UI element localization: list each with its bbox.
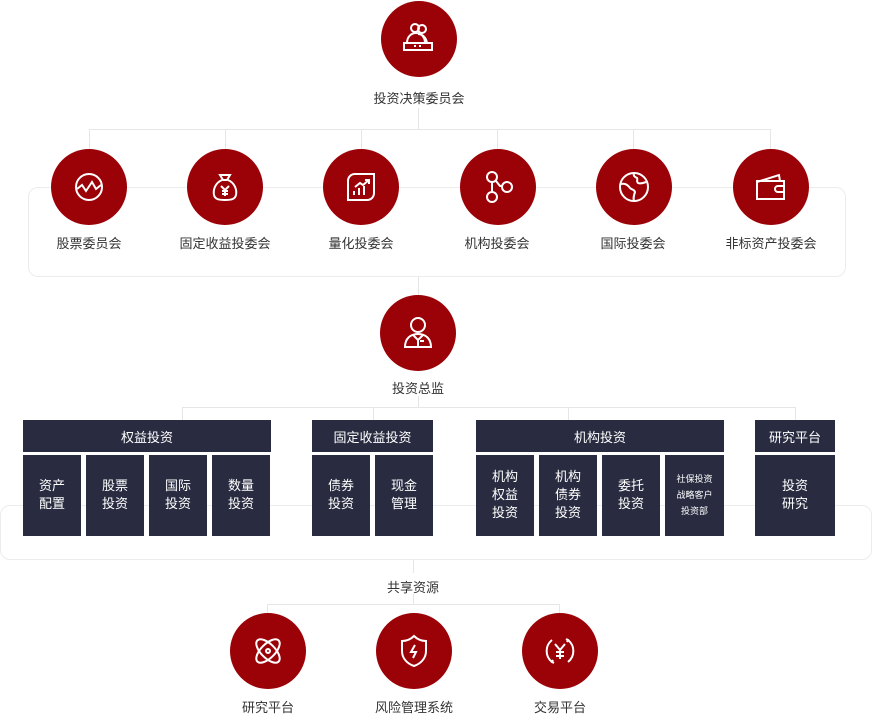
globe-icon xyxy=(619,172,649,202)
connector-line xyxy=(182,407,183,421)
dept-header-equity[interactable]: 权益投资 xyxy=(23,420,271,452)
connector-line xyxy=(497,129,498,151)
connector-line xyxy=(373,407,374,421)
dept-header-research[interactable]: 研究平台 xyxy=(755,420,835,452)
investment-committee-node[interactable] xyxy=(381,1,457,77)
committee-node-quant[interactable] xyxy=(323,149,399,225)
dept-item[interactable]: 股票 投资 xyxy=(86,455,144,536)
committee-node-fixed-income[interactable] xyxy=(187,149,263,225)
shared-node-trading[interactable] xyxy=(522,613,598,689)
committee-label: 量化投委会 xyxy=(328,237,394,252)
person-icon xyxy=(403,317,433,348)
shared-item-label: 风险管理系统 xyxy=(374,701,454,716)
shared-item-label: 交易平台 xyxy=(533,701,587,716)
dept-header-fixed-income[interactable]: 固定收益投资 xyxy=(312,420,433,452)
dept-item[interactable]: 机构 债券 投资 xyxy=(539,455,597,536)
dept-item[interactable]: 资产 配置 xyxy=(23,455,81,536)
connector-line xyxy=(267,604,268,616)
dept-item[interactable]: 社保投资 战略客户 投资部 xyxy=(665,455,724,536)
dept-item[interactable]: 委托 投资 xyxy=(602,455,660,536)
connector-line xyxy=(795,407,796,421)
growth-chart-icon xyxy=(347,173,375,201)
committee-label: 固定收益投委会 xyxy=(179,237,271,252)
committee-node-international[interactable] xyxy=(596,149,672,225)
connector-line xyxy=(89,129,771,130)
connector-line xyxy=(225,129,226,151)
committee-icon xyxy=(403,23,433,51)
investment-director-label: 投资总监 xyxy=(391,382,445,397)
committee-label: 非标资产投委会 xyxy=(725,237,817,252)
committee-node-stock[interactable] xyxy=(51,149,127,225)
investment-director-node[interactable] xyxy=(380,295,456,371)
connector-line xyxy=(418,396,419,408)
shared-node-research[interactable] xyxy=(230,613,306,689)
dept-item[interactable]: 债券 投资 xyxy=(312,455,370,536)
shared-node-risk[interactable] xyxy=(376,613,452,689)
committee-panel xyxy=(28,187,846,277)
committee-label: 国际投委会 xyxy=(600,237,666,252)
dept-item[interactable]: 机构 权益 投资 xyxy=(476,455,534,536)
connector-line xyxy=(418,276,419,296)
connector-line xyxy=(418,108,419,130)
connector-line xyxy=(267,604,560,605)
connector-line xyxy=(182,407,796,408)
committee-node-non-standard[interactable] xyxy=(733,149,809,225)
stock-chart-icon xyxy=(75,173,103,201)
wallet-icon xyxy=(756,173,785,200)
committee-node-institutional[interactable] xyxy=(460,149,536,225)
investment-committee-label: 投资决策委员会 xyxy=(373,92,465,107)
dept-item[interactable]: 国际 投资 xyxy=(149,455,207,536)
shared-resources-label: 共享资源 xyxy=(386,581,440,596)
connector-line xyxy=(633,129,634,151)
connector-line xyxy=(361,129,362,151)
dept-item[interactable]: 现金 管理 xyxy=(375,455,433,536)
department-panel xyxy=(0,505,872,560)
money-bag-icon xyxy=(212,174,238,202)
connector-line xyxy=(413,594,414,604)
connector-line xyxy=(89,129,90,151)
shield-icon xyxy=(401,634,427,668)
committee-label: 机构投委会 xyxy=(464,237,530,252)
shared-item-label: 研究平台 xyxy=(241,701,295,716)
committee-label: 股票委员会 xyxy=(56,237,122,252)
connector-line xyxy=(413,559,414,573)
network-icon xyxy=(486,171,513,203)
connector-line xyxy=(770,129,771,151)
yuan-exchange-icon xyxy=(545,638,575,664)
atom-icon xyxy=(255,638,281,664)
dept-item[interactable]: 数量 投资 xyxy=(212,455,270,536)
connector-line xyxy=(559,604,560,616)
connector-line xyxy=(568,407,569,421)
dept-item[interactable]: 投资 研究 xyxy=(755,455,835,536)
dept-header-institutional[interactable]: 机构投资 xyxy=(476,420,724,452)
